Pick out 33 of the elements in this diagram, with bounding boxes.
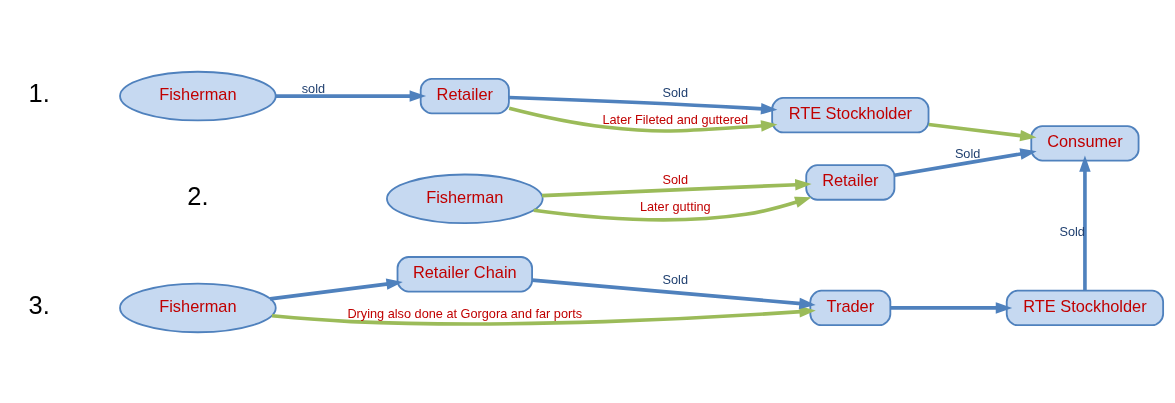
label: 2.: [187, 181, 209, 210]
node-box: Consumer: [1030, 124, 1140, 162]
edge-label: Sold: [662, 271, 689, 287]
arrow: [508, 95, 778, 115]
edge-label: Later gutting: [639, 198, 711, 214]
label: 3.: [28, 290, 50, 319]
arrow: [1079, 154, 1091, 291]
arrow: [269, 277, 403, 301]
arrow: [275, 89, 427, 102]
node-ellipse: Fisherman: [386, 173, 544, 224]
edge-label: Sold: [662, 171, 689, 187]
node-box: RTE Stockholder: [771, 96, 930, 133]
arrow: [890, 301, 1013, 314]
node-box: Retailer Chain: [396, 255, 533, 292]
node-box: RTE Stockholder: [1005, 289, 1165, 326]
edge-label: Drying also done at Gorgora and far ports: [347, 305, 583, 321]
arrow: [894, 147, 1037, 177]
edge-label: Sold: [954, 145, 981, 161]
node-box: Retailer: [805, 163, 896, 201]
arrow: [533, 196, 812, 222]
node-ellipse: Fisherman: [119, 70, 277, 121]
arrow: [928, 122, 1037, 141]
arrow: [508, 106, 778, 133]
edge-label: Later Fileted and guttered: [602, 111, 749, 127]
edge-label: sold: [301, 80, 326, 96]
node-ellipse: Fisherman: [119, 282, 277, 333]
edge-label: Sold: [662, 84, 689, 100]
arrow: [541, 178, 812, 197]
node-box: Retailer: [419, 77, 510, 114]
arrow: [531, 277, 816, 309]
label: 1.: [28, 78, 50, 107]
arrow: [271, 305, 816, 326]
node-box: Trader: [809, 289, 892, 326]
